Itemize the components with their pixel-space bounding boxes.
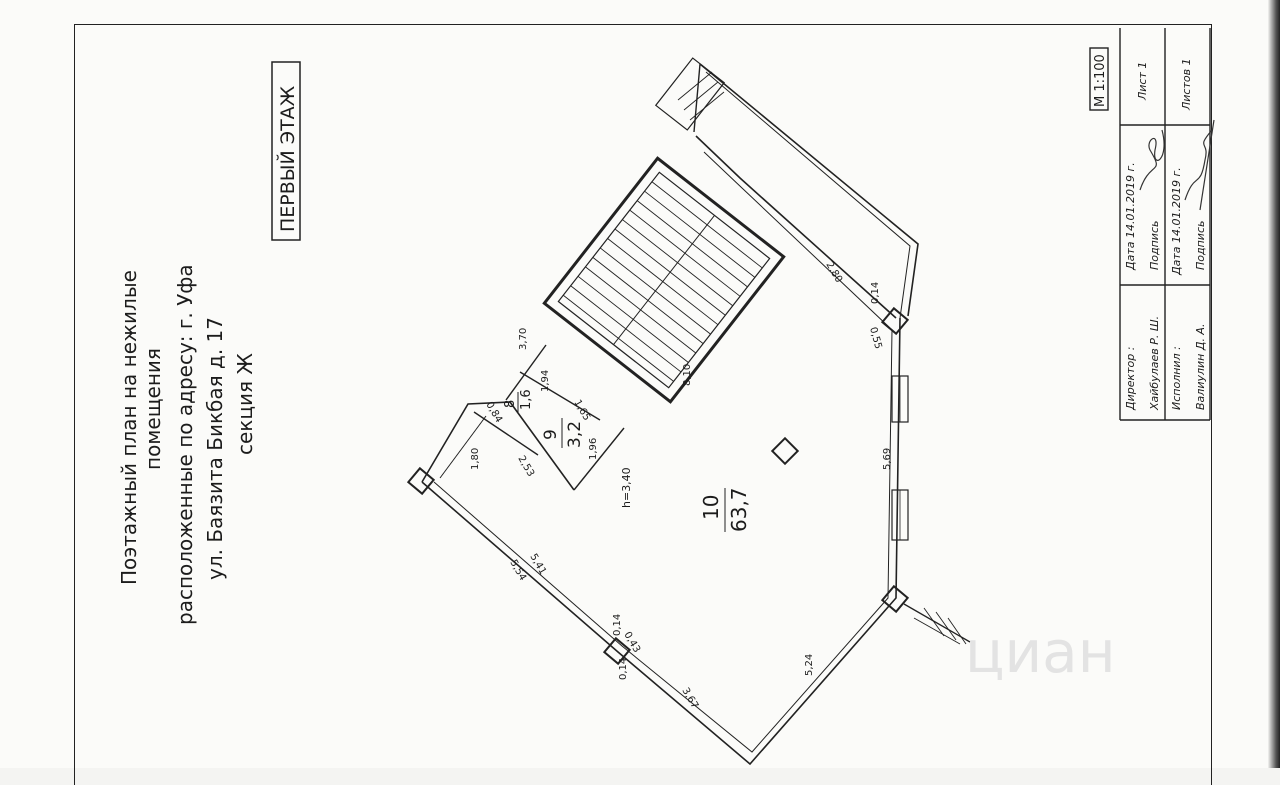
sheets-label: Листов 1 [1180,58,1193,111]
signature-label-2: Подпись [1194,221,1207,270]
signature-label-1: Подпись [1148,221,1161,270]
drawing-sheet: Поэтажный план на нежилые помещения расп… [74,0,1280,785]
dimension-labels: 3,70 8,10 2,80 0,14 0,55 1,94 0,84 1,65 … [470,260,893,711]
staircase [542,156,786,404]
dim-0-55: 0,55 [867,326,883,350]
dim-2-53: 2,53 [515,454,536,479]
dim-3-70: 3,70 [518,328,529,350]
dim-5-41: 5,41 [527,552,548,577]
column-5 [770,436,800,466]
sheet-label: Лист 1 [1136,62,1149,101]
signature-2 [1184,119,1215,211]
dim-1-96: 1,96 [588,438,599,460]
columns [406,306,910,666]
dim-0-43: 0,43 [621,630,642,655]
room-10-number: 10 [699,495,723,520]
executor-role: Исполнил : [1170,346,1183,410]
floor-label-box [271,61,301,241]
date-2: Дата 14.01.2019 г. [1170,167,1183,276]
dim-1-65: 1,65 [571,398,592,423]
column-2 [602,636,632,666]
room-10-area: 63,7 [727,487,751,532]
floor-label: ПЕРВЫЙ ЭТАЖ [276,85,299,232]
room-9-area: 3,2 [565,421,585,448]
dim-0-14-c: 0,14 [618,658,629,680]
ceiling-height: h=3,40 [620,467,633,508]
room-8: 8 1,6 [503,389,534,412]
floor-plan-drawing: Поэтажный план на нежилые помещения расп… [117,28,1215,766]
title-line-4: ул. Баязита Бикбая д. 17 [203,317,227,580]
title-line-1: Поэтажный план на нежилые [117,270,141,585]
dim-5-24: 5,24 [804,654,815,676]
plan-walls [421,57,971,766]
dim-2-80: 2,80 [823,260,844,285]
page-edge-shadow [1268,0,1280,768]
title-line-2: помещения [141,348,165,470]
dim-1-94: 1,94 [540,370,551,392]
room-9: 9 3,2 [541,418,585,448]
column-3 [880,584,910,614]
room-8-area: 1,6 [519,389,534,410]
signature-1 [1139,129,1165,191]
dim-5-69: 5,69 [882,448,893,470]
column-1 [406,466,436,496]
dim-8-10: 8,10 [682,364,693,386]
executor-name: Валиулин Д. А. [1194,324,1207,410]
title-line-3: расположенные по адресу: г. Уфа [173,264,197,625]
title-block [1089,28,1211,421]
dim-1-80: 1,80 [470,448,481,470]
room-9-number: 9 [541,429,561,440]
title-line-5: секция Ж [233,353,257,455]
plan-title: Поэтажный план на нежилые помещения расп… [117,264,257,625]
director-role: Директор : [1124,347,1137,411]
scale-label: М 1:100 [1093,54,1108,107]
watermark: циан [965,618,1116,686]
column-4 [880,306,910,336]
date-1: Дата 14.01.2019 г. [1124,162,1137,271]
director-name: Хайбулаев Р. Ш. [1148,316,1161,411]
dim-0-14-a: 0,14 [870,282,881,304]
dim-0-14-b: 0,14 [612,614,623,636]
drawing-frame [74,24,1212,785]
room-8-number: 8 [503,400,518,408]
room-10: 10 63,7 [699,487,751,532]
